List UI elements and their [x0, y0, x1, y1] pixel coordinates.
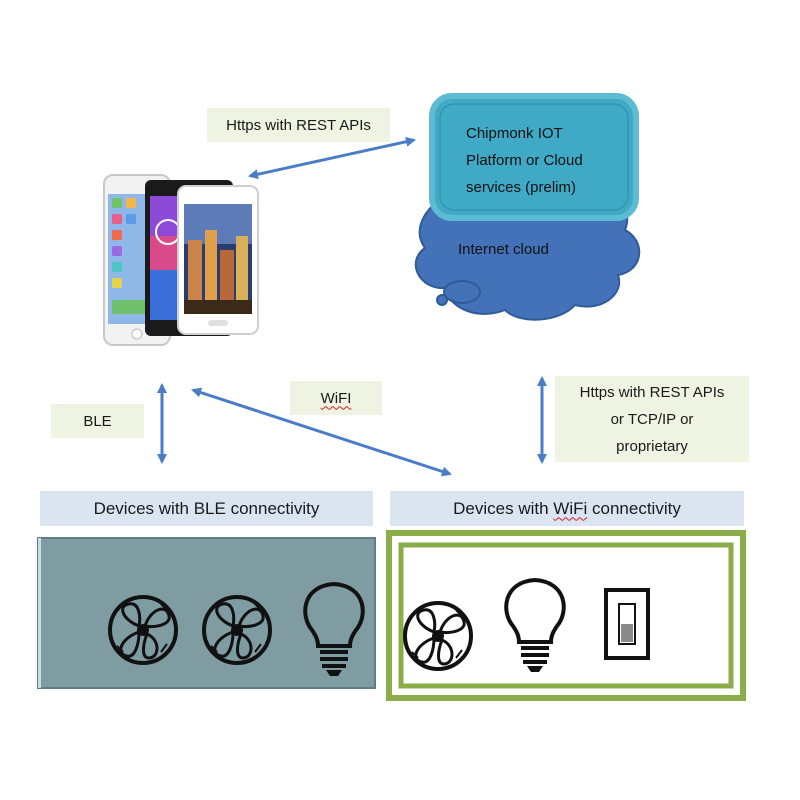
- https-rest-label-right: Https with REST APIs or TCP/IP or propri…: [555, 376, 749, 462]
- platform-label-line3: services (prelim): [466, 179, 577, 196]
- platform-label: Chipmonk IOT Platform or Cloud services …: [466, 120, 626, 201]
- wifi-link-label: WiFI: [290, 381, 382, 415]
- platform-label-line1: Chipmonk IOT: [466, 125, 563, 142]
- wifi-link-label-text: WiFI: [320, 389, 352, 407]
- https-rest-label-right-line3: proprietary: [616, 437, 688, 455]
- ble-devices-header-text: Devices with BLE connectivity: [93, 498, 320, 518]
- https-rest-label-right-line1: Https with REST APIs: [579, 383, 725, 401]
- ble-devices-header: Devices with BLE connectivity: [40, 491, 373, 526]
- platform-label-line2: Platform or Cloud: [466, 152, 583, 169]
- smartphones-image: [103, 174, 259, 346]
- internet-cloud-label: Internet cloud: [458, 241, 549, 258]
- https-rest-label-top-text: Https with REST APIs: [226, 116, 371, 134]
- arrow-phone-cloud: [248, 136, 416, 180]
- wifi-header-post: connectivity: [587, 498, 681, 518]
- arrow-phone-wifi: [191, 387, 452, 477]
- https-rest-label-right-line2: or TCP/IP or: [610, 410, 694, 428]
- switch-icon: [604, 588, 650, 660]
- wifi-header-word: WiFi: [553, 498, 588, 518]
- ble-link-label-text: BLE: [83, 412, 112, 430]
- ble-link-label: BLE: [51, 404, 144, 438]
- https-rest-label-top: Https with REST APIs: [207, 108, 390, 142]
- wifi-header-pre: Devices with: [453, 498, 554, 518]
- wifi-devices-header: Devices with WiFi connectivity: [390, 491, 744, 526]
- wifi-devices-header-text: Devices with WiFi connectivity: [453, 499, 681, 519]
